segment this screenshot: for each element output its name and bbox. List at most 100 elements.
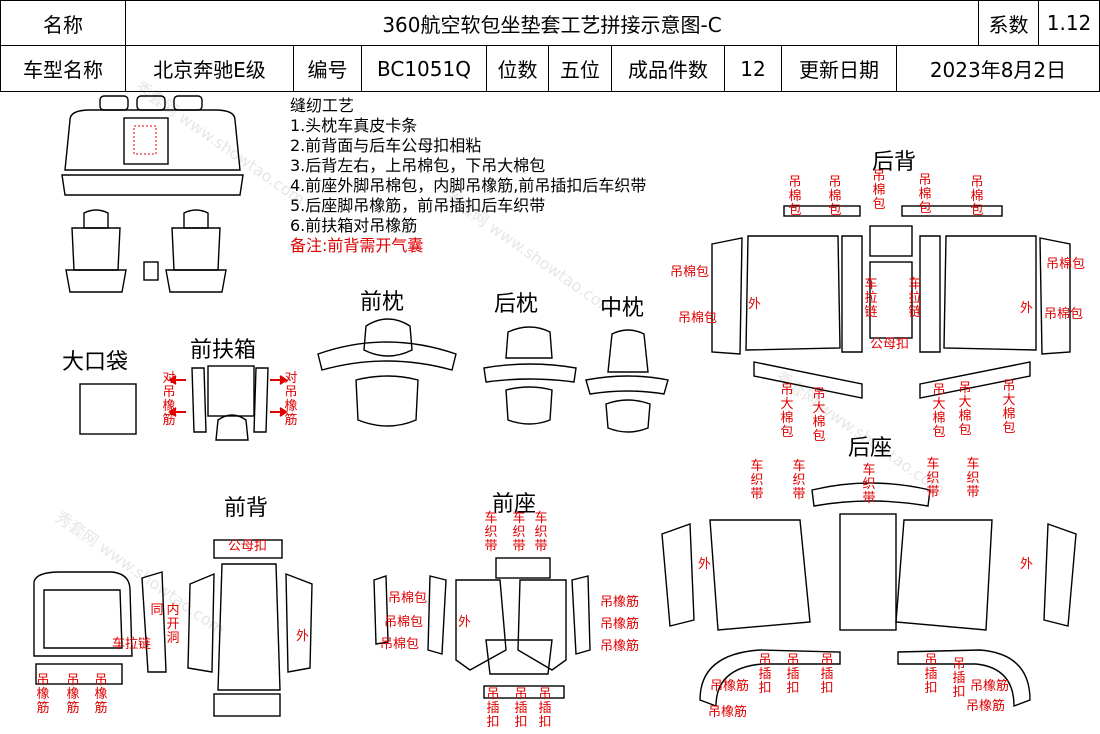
front-back-bottom-strip [35, 663, 123, 685]
label-hang-cotton: 吊棉包 [678, 311, 718, 326]
code-value: BC1051Q [362, 46, 487, 92]
section-title-front-seat: 前座 [492, 492, 537, 517]
label-outer: 外 [296, 629, 310, 644]
overview-front-back [171, 227, 221, 271]
front-back-inner [43, 589, 123, 649]
label-elastic: 吊橡筋 [966, 699, 1006, 714]
label-webbing: 车织带 [512, 511, 526, 554]
label-snap: 公母扣 [228, 539, 268, 554]
section-title-rear-back: 后背 [872, 150, 917, 175]
overview-rear-seat [61, 174, 244, 196]
overview-front-headrest [183, 209, 209, 229]
label-hang-big-cotton: 吊大棉包 [780, 383, 794, 440]
coef-label: 系数 [979, 1, 1039, 46]
rear-seat-left [709, 519, 811, 631]
section-title-big-pocket: 大口袋 [62, 350, 129, 375]
seats-label: 位数 [487, 46, 549, 92]
label-buckle: 吊插扣 [514, 687, 528, 730]
rear-seat-front-band [699, 649, 841, 708]
rear-pillow-back [505, 386, 553, 425]
rear-seat-center [839, 513, 897, 631]
notes-item: 1.头枕车真皮卡条 [290, 116, 418, 135]
front-seat-side [571, 575, 591, 655]
front-seat-side [373, 575, 389, 645]
label-hang-cotton: 吊棉包 [1046, 257, 1086, 272]
pieces-label: 成品件数 [612, 46, 725, 92]
model-label: 车型名称 [1, 46, 126, 92]
sewing-notes: 缝纫工艺 1.头枕车真皮卡条 2.前背面与后车公母扣相粘 3.后背左右，上吊棉包… [290, 96, 646, 256]
pieces-value: 12 [725, 46, 782, 92]
rear-seat-right [895, 519, 993, 631]
section-title-front-armrest: 前扶箱 [190, 338, 257, 363]
model-value: 北京奔驰E级 [126, 46, 294, 92]
rear-seat-side [1043, 523, 1077, 627]
arrow-left-icon [168, 375, 186, 385]
code-label: 编号 [294, 46, 362, 92]
label-hang-elastic: 对吊橡筋 [162, 371, 176, 428]
label-buckle: 吊插扣 [952, 657, 966, 700]
label-hang-cotton: 吊棉包 [380, 637, 420, 652]
rear-back-left [745, 235, 841, 351]
mid-pillow-top [585, 375, 669, 395]
label-hang-big-cotton: 吊大棉包 [1002, 379, 1016, 436]
front-pillow-top [317, 341, 457, 371]
overview-front-seat [165, 269, 227, 293]
rear-seat-side [661, 523, 695, 627]
label-webbing: 车织带 [484, 511, 498, 554]
section-title-front-back: 前背 [224, 496, 269, 521]
label-hang-big-cotton: 吊大棉包 [958, 381, 972, 438]
rear-back-side [711, 237, 743, 355]
label-hang-cotton: 吊棉包 [388, 591, 428, 606]
label-open-hole: 内开洞 [166, 603, 180, 646]
rear-pillow-top [483, 363, 577, 383]
overview-center-panel [123, 117, 169, 165]
rear-seat-front-band [897, 649, 1031, 708]
label-outer: 外 [458, 615, 472, 630]
rear-back-right [943, 235, 1037, 351]
update-value: 2023年8月2日 [897, 46, 1100, 92]
rear-back-bottom [919, 361, 1031, 399]
arrow-right-icon [270, 407, 288, 417]
notes-item: 5.后座脚吊橡筋，前吊插扣后车织带 [290, 196, 546, 215]
label-webbing: 车织带 [750, 459, 764, 502]
section-title-front-pillow: 前枕 [360, 290, 405, 315]
mid-pillow-back [605, 399, 651, 433]
front-seat-top-strip [495, 557, 551, 579]
rear-back-strip [901, 205, 1003, 217]
overview-front-back [71, 227, 121, 271]
front-seat-right [517, 579, 567, 671]
name-label: 名称 [1, 1, 126, 46]
overview-front-seat [65, 269, 127, 293]
label-elastic: 吊橡筋 [710, 679, 750, 694]
big-pocket-piece [79, 383, 137, 435]
overview-headrest [173, 95, 203, 111]
label-webbing: 车织带 [534, 511, 548, 554]
label-zipper: 车拉链 [908, 277, 922, 320]
label-zipper: 车拉链 [112, 637, 152, 652]
front-back-center [217, 563, 281, 691]
label-hang-cotton: 吊棉包 [670, 265, 710, 280]
label-webbing: 车织带 [926, 457, 940, 500]
label-hang-cotton: 吊棉包 [1044, 307, 1084, 322]
label-hang-cotton: 吊棉包 [872, 169, 886, 212]
label-outer: 外 [1020, 557, 1034, 572]
front-pillow-face [363, 318, 413, 357]
section-title-rear-seat: 后座 [848, 436, 893, 461]
label-hang-cotton: 吊棉包 [970, 175, 984, 218]
rear-back-center [869, 261, 913, 339]
label-buckle: 吊插扣 [924, 653, 938, 696]
rear-back-side [1039, 237, 1071, 355]
label-buckle: 吊插扣 [786, 653, 800, 696]
front-back-side [141, 571, 167, 673]
rear-back-left-strip [841, 235, 863, 353]
label-hang-big-cotton: 吊大棉包 [812, 387, 826, 444]
label-buckle: 吊插扣 [486, 687, 500, 730]
rear-back-right-strip [919, 235, 941, 353]
front-back-top-strip [213, 539, 283, 559]
arrow-right-icon [270, 375, 288, 385]
label-outer: 外 [748, 297, 762, 312]
notes-item: 3.后背左右，上吊棉包，下吊大棉包 [290, 156, 546, 175]
overview-rear-back [64, 109, 241, 171]
rear-seat-top [811, 482, 931, 507]
